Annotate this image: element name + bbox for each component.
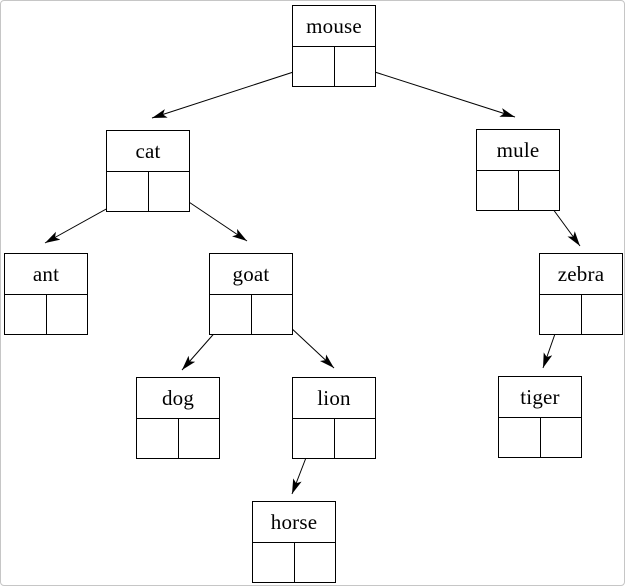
node-label: dog <box>137 378 219 419</box>
tree-node-cat: cat <box>106 130 190 212</box>
node-label: lion <box>293 378 375 419</box>
node-label: ant <box>5 254 87 295</box>
tree-node-goat: goat <box>209 253 293 335</box>
left-pointer-cell <box>293 47 334 87</box>
left-pointer-cell <box>210 295 251 335</box>
left-pointer-cell <box>137 419 178 459</box>
left-pointer-cell <box>499 418 540 458</box>
right-pointer-cell <box>147 172 190 212</box>
left-pointer-cell <box>540 295 581 335</box>
tree-node-horse: horse <box>252 501 336 583</box>
node-label: mule <box>477 130 559 171</box>
node-label: cat <box>107 131 189 172</box>
tree-node-mule: mule <box>476 129 560 211</box>
edge-arrow-mouse-to-mule <box>352 64 516 118</box>
tree-node-ant: ant <box>4 253 88 335</box>
tree-node-dog: dog <box>136 377 220 459</box>
right-pointer-cell <box>580 295 623 335</box>
right-pointer-cell <box>177 419 220 459</box>
left-pointer-cell <box>477 171 518 211</box>
tree-node-zebra: zebra <box>539 253 623 335</box>
tree-node-tiger: tiger <box>498 376 582 458</box>
tree-node-lion: lion <box>292 377 376 459</box>
node-label: zebra <box>540 254 622 295</box>
right-pointer-cell <box>250 295 293 335</box>
node-label: goat <box>210 254 292 295</box>
left-pointer-cell <box>253 543 294 583</box>
edge-arrow-mouse-to-cat <box>151 64 316 119</box>
node-label: tiger <box>499 377 581 418</box>
right-pointer-cell <box>293 543 336 583</box>
right-pointer-cell <box>539 418 582 458</box>
right-pointer-cell <box>517 171 560 211</box>
node-label: mouse <box>293 6 375 47</box>
node-label: horse <box>253 502 335 543</box>
tree-node-mouse: mouse <box>292 5 376 87</box>
left-pointer-cell <box>5 295 46 335</box>
left-pointer-cell <box>107 172 148 212</box>
right-pointer-cell <box>333 419 376 459</box>
left-pointer-cell <box>293 419 334 459</box>
right-pointer-cell <box>45 295 88 335</box>
right-pointer-cell <box>333 47 376 87</box>
